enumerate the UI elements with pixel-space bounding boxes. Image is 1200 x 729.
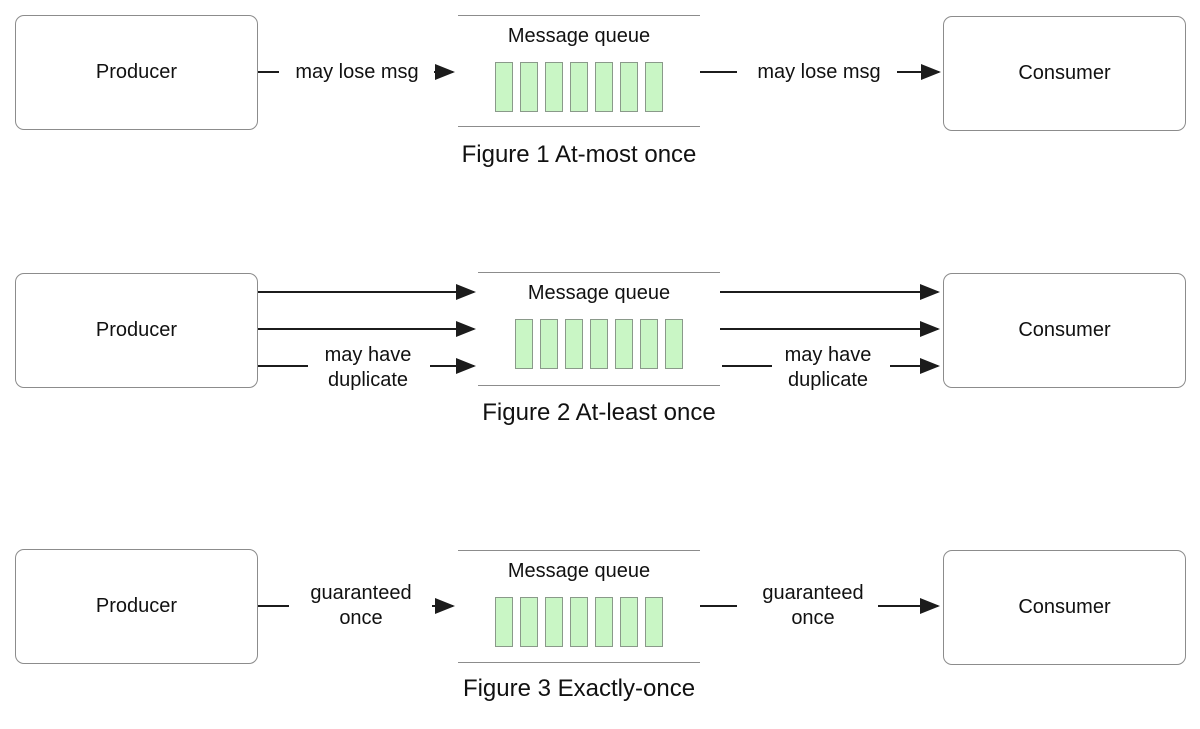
- queue-slots: [458, 62, 700, 112]
- queue-slot: [520, 62, 538, 112]
- producer-label: Producer: [95, 595, 178, 617]
- consumer-label: Consumer: [1018, 596, 1111, 618]
- figure-caption: Figure 2 At-least once: [482, 399, 716, 426]
- queue-slot: [520, 597, 538, 647]
- producer-box: Producer: [15, 273, 258, 388]
- queue-slot: [495, 62, 513, 112]
- queue-slot: [645, 597, 663, 647]
- consumer-box: Consumer: [943, 550, 1186, 665]
- queue-slot: [615, 319, 633, 369]
- queue-slots: [458, 597, 700, 647]
- queue-slot: [595, 597, 613, 647]
- queue-slot: [645, 62, 663, 112]
- queue-slot: [640, 319, 658, 369]
- producer-label: Producer: [95, 61, 178, 83]
- producer-to-queue-label: may lose msg: [295, 61, 419, 83]
- queue-slot: [495, 597, 513, 647]
- queue-to-consumer-label: may have duplicate: [784, 344, 872, 391]
- queue-slot: [620, 62, 638, 112]
- queue-slot: [595, 62, 613, 112]
- queue-slot: [545, 597, 563, 647]
- consumer-label: Consumer: [1018, 62, 1111, 84]
- queue-slot: [570, 62, 588, 112]
- queue-to-consumer-label: may lose msg: [757, 61, 881, 83]
- queue-slot: [515, 319, 533, 369]
- message-queue-title: Message queue: [527, 282, 671, 304]
- queue-to-consumer-label: guaranteed once: [762, 582, 864, 629]
- queue-slot: [665, 319, 683, 369]
- message-queue: Message queue: [478, 272, 720, 386]
- queue-slot: [590, 319, 608, 369]
- message-queue-title: Message queue: [507, 25, 651, 47]
- message-queue: Message queue: [458, 15, 700, 127]
- queue-slot: [570, 597, 588, 647]
- consumer-label: Consumer: [1018, 319, 1111, 341]
- figure-caption: Figure 3 Exactly-once: [462, 675, 696, 702]
- producer-box: Producer: [15, 15, 258, 130]
- producer-box: Producer: [15, 549, 258, 664]
- queue-slot: [545, 62, 563, 112]
- queue-slot: [565, 319, 583, 369]
- message-queue: Message queue: [458, 550, 700, 663]
- consumer-box: Consumer: [943, 273, 1186, 388]
- consumer-box: Consumer: [943, 16, 1186, 131]
- figure-caption: Figure 1 At-most once: [461, 141, 697, 168]
- queue-slot: [620, 597, 638, 647]
- producer-to-queue-label: guaranteed once: [310, 582, 412, 629]
- queue-slots: [478, 319, 720, 369]
- producer-to-queue-label: may have duplicate: [324, 344, 412, 391]
- message-queue-title: Message queue: [507, 560, 651, 582]
- queue-slot: [540, 319, 558, 369]
- producer-label: Producer: [95, 319, 178, 341]
